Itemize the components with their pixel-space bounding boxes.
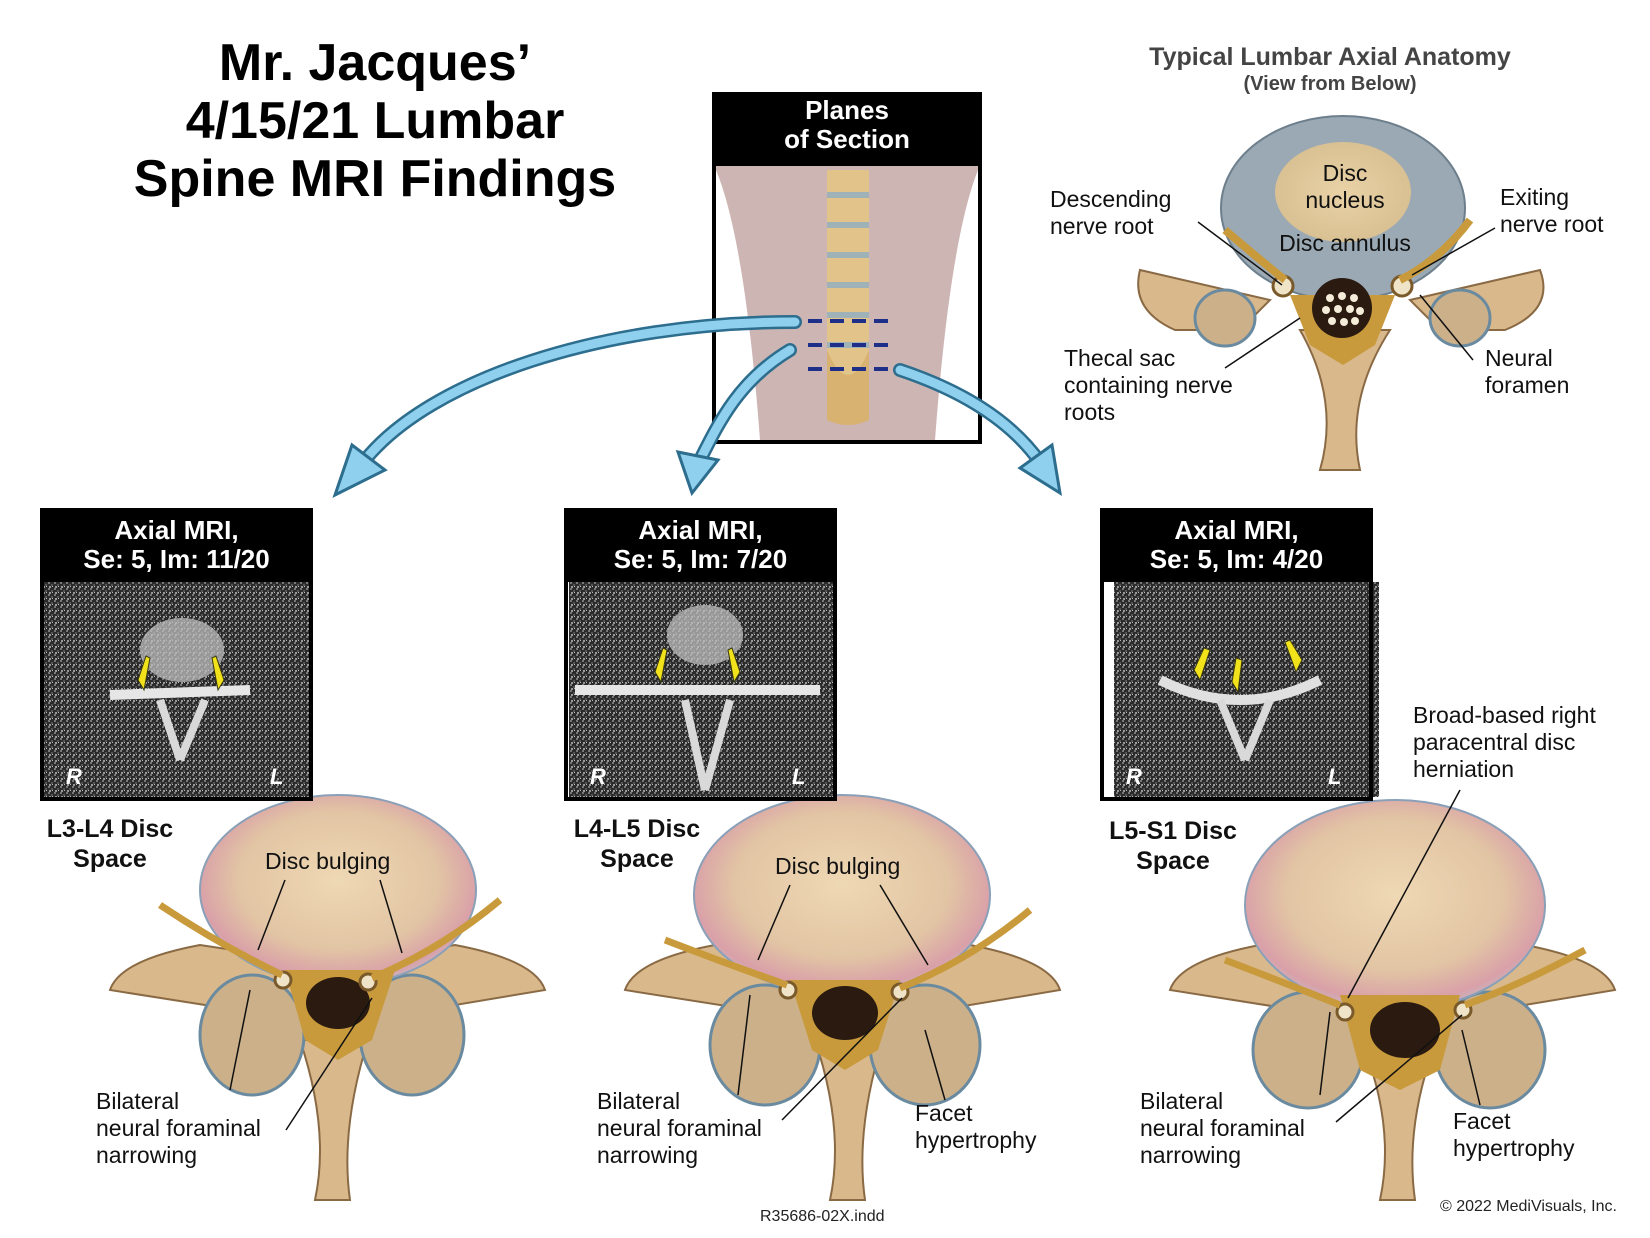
facet-label-l5s1: Facet hypertrophy <box>1453 1108 1574 1162</box>
vertebra-l3l4-illustration <box>108 794 547 1201</box>
level-line-2: Space <box>73 845 147 873</box>
narrowing-label-l4l5: Bilateral neural foraminal narrowing <box>597 1088 762 1169</box>
disc-nucleus-label: Disc nucleus <box>1300 160 1390 214</box>
anatomy-title: Typical Lumbar Axial Anatomy <box>1149 43 1511 71</box>
facet-label-l4l5: Facet hypertrophy <box>915 1100 1036 1154</box>
thecal-line-2: containing nerve <box>1064 372 1233 398</box>
narrowing-label-l5s1: Bilateral neural foraminal narrowing <box>1140 1088 1305 1169</box>
level-line-1: L4-L5 Disc <box>573 815 701 843</box>
arrowhead-right <box>1017 442 1063 497</box>
anatomy-subtitle: (View from Below) <box>1243 73 1417 95</box>
exiting-line-1: Exiting <box>1500 184 1570 210</box>
mri-header-l4l5: Axial MRI, Se: 5, Im: 7/20 <box>564 508 837 582</box>
level-line-1: L3-L4 Disc <box>46 815 174 843</box>
typical-vertebra-illustration <box>1137 115 1545 471</box>
neural-foramen-label: Neural foramen <box>1485 345 1569 399</box>
level-line-2: Space <box>600 845 674 873</box>
disc-bulging-label-l4l5: Disc bulging <box>775 853 901 879</box>
disc-nucleus-line-2: nucleus <box>1305 187 1385 213</box>
descending-line-1: Descending <box>1050 186 1172 212</box>
disc-annulus-label: Disc annulus <box>1279 230 1411 256</box>
herniation-line-3: herniation <box>1413 756 1515 782</box>
narrowing-line-2: neural foraminal <box>1140 1115 1305 1141</box>
spine-column-icon <box>827 170 869 425</box>
narrowing-line-3: narrowing <box>96 1142 197 1168</box>
mri-right-marker: R <box>1126 764 1142 789</box>
narrowing-line-1: Bilateral <box>1140 1088 1224 1114</box>
anatomy-heading: Typical Lumbar Axial Anatomy (View from … <box>1100 42 1560 96</box>
mri-right-marker: R <box>590 764 606 789</box>
narrowing-line-2: neural foraminal <box>96 1115 261 1141</box>
mri-image-l3l4 <box>44 582 309 797</box>
facet-line-2: hypertrophy <box>1453 1135 1575 1161</box>
vertebra-l4l5-illustration <box>623 794 1062 1201</box>
mri-header-line-2: Se: 5, Im: 4/20 <box>1149 544 1324 574</box>
descending-line-2: nerve root <box>1050 213 1154 239</box>
thecal-line-1: Thecal sac <box>1064 345 1176 371</box>
herniation-label-l5s1: Broad-based right paracentral disc herni… <box>1413 702 1596 783</box>
foramen-line-2: foramen <box>1485 372 1570 398</box>
title-line-3: Spine MRI Findings <box>133 150 617 208</box>
narrowing-label-l3l4: Bilateral neural foraminal narrowing <box>96 1088 261 1169</box>
herniation-line-2: paracentral disc <box>1413 729 1576 755</box>
level-label-l3l4: L3-L4 Disc Space <box>25 814 195 874</box>
thecal-sac-label: Thecal sac containing nerve roots <box>1064 345 1233 426</box>
narrowing-line-1: Bilateral <box>96 1088 180 1114</box>
exiting-nerve-label: Exiting nerve root <box>1500 184 1604 238</box>
page-title: Mr. Jacques’ 4/15/21 Lumbar Spine MRI Fi… <box>100 34 650 208</box>
level-label-l5s1: L5-S1 Disc Space <box>1088 816 1258 876</box>
mri-left-marker: L <box>792 764 806 789</box>
mri-header-line-1: Axial MRI, <box>1174 515 1299 545</box>
copyright: © 2022 MediVisuals, Inc. <box>1440 1198 1617 1215</box>
mri-right-marker: R <box>66 764 82 789</box>
mri-header-line-1: Axial MRI, <box>638 515 763 545</box>
disc-bulging-label-l3l4: Disc bulging <box>265 848 391 874</box>
mri-left-marker: L <box>270 764 284 789</box>
title-line-1: Mr. Jacques’ <box>218 34 532 92</box>
exiting-line-2: nerve root <box>1500 211 1604 237</box>
mri-image-l5s1 <box>1114 582 1379 797</box>
planes-line-1: Planes <box>805 95 889 125</box>
level-line-1: L5-S1 Disc <box>1109 817 1237 845</box>
herniation-line-1: Broad-based right <box>1413 702 1596 728</box>
mri-left-marker: L <box>1328 764 1342 789</box>
facet-line-1: Facet <box>915 1100 973 1126</box>
planes-header: Planes of Section <box>712 96 982 154</box>
mri-header-l3l4: Axial MRI, Se: 5, Im: 11/20 <box>40 508 313 582</box>
arrowhead-middle <box>675 450 721 497</box>
level-line-2: Space <box>1136 847 1210 875</box>
file-name: R35686-02X.indd <box>760 1208 885 1225</box>
mri-image-l4l5 <box>569 582 834 797</box>
narrowing-line-1: Bilateral <box>597 1088 681 1114</box>
title-line-2: 4/15/21 Lumbar <box>185 92 565 150</box>
mri-header-line-2: Se: 5, Im: 11/20 <box>83 544 270 574</box>
mri-header-l5s1: Axial MRI, Se: 5, Im: 4/20 <box>1100 508 1373 582</box>
descending-nerve-label: Descending nerve root <box>1050 186 1171 240</box>
narrowing-line-3: narrowing <box>1140 1142 1241 1168</box>
arrowhead-left <box>332 442 388 498</box>
thecal-line-3: roots <box>1064 399 1116 425</box>
mri-header-line-2: Se: 5, Im: 7/20 <box>613 544 788 574</box>
narrowing-line-3: narrowing <box>597 1142 698 1168</box>
facet-line-1: Facet <box>1453 1108 1511 1134</box>
mri-header-line-1: Axial MRI, <box>114 515 239 545</box>
vertebra-l5s1-illustration <box>1168 789 1617 1201</box>
planes-line-2: of Section <box>784 124 910 154</box>
foramen-line-1: Neural <box>1485 345 1553 371</box>
level-label-l4l5: L4-L5 Disc Space <box>552 814 722 874</box>
facet-line-2: hypertrophy <box>915 1127 1037 1153</box>
narrowing-line-2: neural foraminal <box>597 1115 762 1141</box>
disc-nucleus-line-1: Disc <box>1322 160 1368 186</box>
